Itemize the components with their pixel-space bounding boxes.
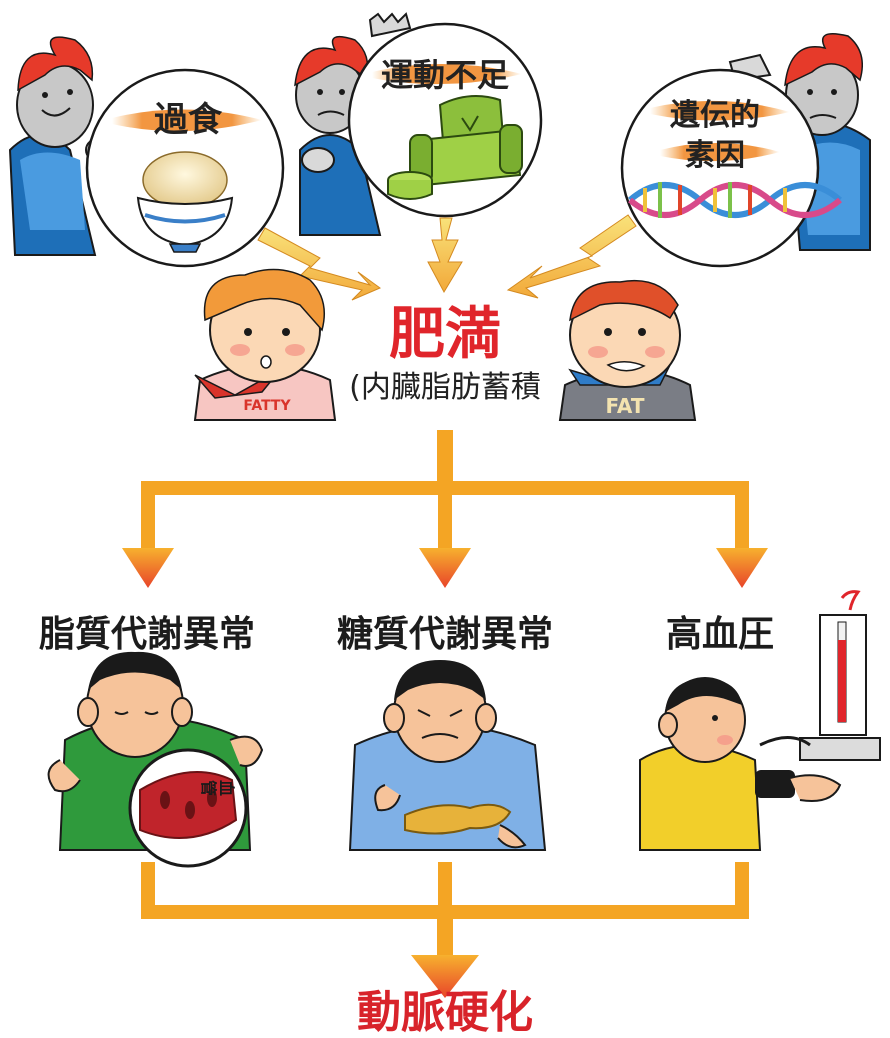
arrowhead-to-result [411,955,479,998]
cause-bubble-overeating [85,68,285,268]
condition-label-lipid: 脂質代謝異常 [38,614,255,655]
glucose-disorder-illustration [348,660,547,851]
arrowhead-to-lipid [122,548,174,588]
converge-connector-bottom [141,862,749,960]
obese-girl-illustration [193,268,337,421]
cause-label-genetic: 遺伝的 素因 [670,98,760,173]
arrowhead-to-glucose [419,548,471,588]
zigzag-arrow-right [506,214,637,299]
arrowhead-to-hypertension [716,548,768,588]
magnifier-lens-text: 血管 [199,779,236,796]
cause-label-lack-of-exercise: 運動不足 [380,56,509,94]
condition-label-glucose: 糖質代謝異常 [336,614,553,655]
shirt-text-boy: FAT [605,394,645,418]
obesity-title: 肥満 [389,302,501,367]
magnifier-vessel-icon [128,748,248,868]
cause-bubble-lack-of-exercise [347,22,543,218]
lipid-disorder-illustration [47,651,264,868]
shirt-text-girl: FATTY [243,398,291,414]
condition-label-hypertension: 高血圧 [665,614,774,655]
sofa-icon [409,95,523,187]
hypertension-illustration [639,590,881,851]
dna-helix-icon [628,182,842,218]
cause-label-overeating: 過食 [154,100,222,140]
villain-middle-illustration [294,12,412,236]
ottoman-icon [387,171,433,200]
result-label-atherosclerosis: 動脈硬化 [357,987,533,1038]
rice-bowl-icon [136,151,234,253]
zigzag-arrow-left [257,227,382,301]
pancreas-icon [404,803,512,835]
zigzag-arrow-middle [427,217,463,294]
blood-pressure-meter-icon [759,590,881,761]
cause-bubble-genetic [620,68,842,268]
branch-connector-top [141,430,749,550]
obesity-subtitle: (内臓脂肪蓄積 [349,370,541,405]
obese-boy-illustration [558,279,697,421]
